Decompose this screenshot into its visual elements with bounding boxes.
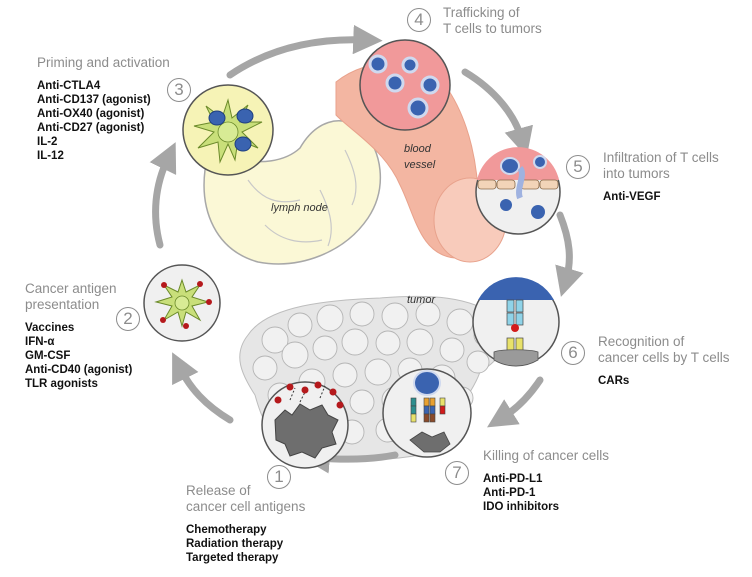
step-7-title: Killing of cancer cells bbox=[483, 448, 610, 463]
drug-item: Anti-OX40 (agonist) bbox=[37, 108, 145, 120]
drug-item: Anti-CD27 (agonist) bbox=[37, 122, 145, 134]
step2-dendritic-cell bbox=[143, 264, 221, 342]
step4-vessel-cross-section bbox=[359, 39, 451, 131]
drug-item: IFN-α bbox=[25, 336, 55, 348]
step-7-drug-list: Anti-PD-L1 Anti-PD-1 IDO inhibitors bbox=[483, 472, 609, 514]
step1-cell-illustration bbox=[261, 381, 349, 469]
step-number-5: 5 bbox=[566, 155, 590, 179]
label-blood-vessel-line1: blood bbox=[404, 143, 431, 155]
step-number-3: 3 bbox=[167, 78, 191, 102]
cycle-arrows bbox=[149, 24, 584, 474]
step-number-6: 6 bbox=[561, 341, 585, 365]
step-1-drug-list: Chemotherapy Radiation therapy Targeted … bbox=[186, 523, 305, 565]
step-3-drug-list: Anti-CTLA4 Anti-CD137 (agonist) Anti-OX4… bbox=[37, 79, 170, 163]
drug-item: IL-2 bbox=[37, 136, 58, 148]
step-6-drug-list: CARs bbox=[598, 374, 730, 388]
arrow-2-to-3 bbox=[149, 142, 177, 249]
drug-item: Vaccines bbox=[25, 322, 75, 334]
arrow-1-to-2 bbox=[172, 352, 234, 424]
label-blood-vessel-line2: vessel bbox=[404, 159, 436, 171]
drug-item: GM-CSF bbox=[25, 350, 71, 362]
drug-item: Anti-CTLA4 bbox=[37, 80, 101, 92]
label-tumor: tumor bbox=[407, 294, 436, 306]
step-number-4: 4 bbox=[407, 8, 431, 32]
step6-recognition bbox=[472, 277, 560, 367]
step-5-drug-list: Anti-VEGF bbox=[603, 190, 719, 204]
arrow-6-to-7 bbox=[487, 376, 544, 428]
step-3-title: Priming and activation bbox=[37, 55, 170, 70]
drug-item: Anti-PD-1 bbox=[483, 487, 536, 499]
drug-item: CARs bbox=[598, 375, 630, 387]
drug-item: Anti-VEGF bbox=[603, 191, 661, 203]
arrow-5-to-6 bbox=[555, 211, 584, 297]
drug-item: IDO inhibitors bbox=[483, 501, 560, 513]
step7-killing bbox=[382, 368, 472, 458]
drug-item: IL-12 bbox=[37, 150, 64, 162]
drug-item: Anti-PD-L1 bbox=[483, 473, 543, 485]
drug-item: Targeted therapy bbox=[186, 552, 279, 564]
drug-item: Radiation therapy bbox=[186, 538, 284, 550]
step-2-drug-list: Vaccines IFN-α GM-CSF Anti-CD40 (agonist… bbox=[25, 321, 132, 391]
drug-item: Anti-CD40 (agonist) bbox=[25, 364, 133, 376]
step-number-1: 1 bbox=[267, 465, 291, 489]
drug-item: Anti-CD137 (agonist) bbox=[37, 94, 151, 106]
drug-item: Chemotherapy bbox=[186, 524, 267, 536]
step3-priming-cell bbox=[182, 84, 274, 176]
step-3-text: Priming and activation Anti-CTLA4 Anti-C… bbox=[37, 55, 170, 163]
arrow-3-to-4 bbox=[226, 24, 383, 79]
step5-infiltration bbox=[475, 147, 561, 235]
step-number-7: 7 bbox=[445, 461, 469, 485]
step-number-2: 2 bbox=[116, 307, 140, 331]
drug-item: TLR agonists bbox=[25, 378, 98, 390]
step-7-text: Killing of cancer cells Anti-PD-L1 Anti-… bbox=[483, 448, 609, 514]
arrow-4-to-5 bbox=[461, 68, 533, 157]
label-lymph-node: lymph node bbox=[271, 202, 328, 214]
